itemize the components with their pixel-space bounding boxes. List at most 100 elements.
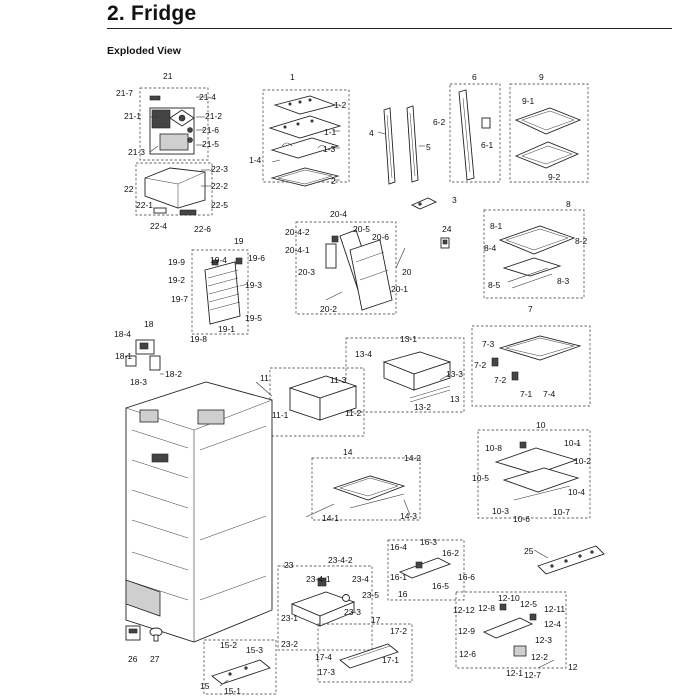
part-2-shelf-glass bbox=[270, 167, 340, 187]
label-12-10: 12-10 bbox=[498, 593, 520, 603]
label-12-9: 12-9 bbox=[458, 626, 475, 636]
label-18-2: 18-2 bbox=[165, 369, 182, 379]
group-8-box bbox=[483, 209, 585, 299]
label-7-4: 7-4 bbox=[543, 389, 556, 399]
label-8-5: 8-5 bbox=[488, 280, 501, 290]
label-17: 17 bbox=[371, 615, 381, 625]
part-4-rail bbox=[383, 107, 396, 185]
part-18-damper bbox=[125, 339, 161, 371]
label-10-6: 10-6 bbox=[513, 514, 530, 524]
group-10-box bbox=[477, 429, 591, 519]
group-15-box bbox=[203, 639, 277, 695]
group-12-box bbox=[455, 591, 567, 669]
title-rule bbox=[107, 28, 672, 29]
label-15: 15 bbox=[200, 681, 210, 691]
label-18-4: 18-4 bbox=[114, 329, 131, 339]
label-13-2: 13-2 bbox=[414, 402, 431, 412]
label-20-4-1: 20-4-1 bbox=[285, 245, 310, 255]
label-26: 26 bbox=[128, 654, 138, 664]
part-8-shelf-assembly bbox=[498, 225, 576, 289]
label-21: 21 bbox=[163, 71, 173, 81]
label-23-2: 23-2 bbox=[281, 639, 298, 649]
label-1-3: 1-3 bbox=[323, 144, 336, 154]
label-24: 24 bbox=[442, 224, 452, 234]
label-17-3: 17-3 bbox=[318, 667, 335, 677]
label-13-3: 13-3 bbox=[446, 369, 463, 379]
label-18: 18 bbox=[144, 319, 154, 329]
fridge-cabinet bbox=[125, 381, 273, 643]
group-13-box bbox=[345, 337, 465, 413]
label-22-3: 22-3 bbox=[211, 164, 228, 174]
part-24-clip bbox=[440, 237, 450, 249]
label-11-3: 11-3 bbox=[330, 375, 347, 385]
callout-labels: 21 21-7 21-4 21-1 21-2 21-6 21-5 21-3 22… bbox=[114, 71, 591, 696]
label-4: 4 bbox=[369, 128, 374, 138]
label-19-3: 19-3 bbox=[245, 280, 262, 290]
part-1-shelf-assembly bbox=[268, 95, 342, 159]
label-19-9: 19-9 bbox=[168, 257, 185, 267]
label-7: 7 bbox=[528, 304, 533, 314]
label-21-4: 21-4 bbox=[199, 92, 216, 102]
label-12-3: 12-3 bbox=[535, 635, 552, 645]
label-20-3: 20-3 bbox=[298, 267, 315, 277]
label-12: 12 bbox=[568, 662, 578, 672]
label-16-4: 16-4 bbox=[390, 542, 407, 552]
label-21-3: 21-3 bbox=[128, 147, 145, 157]
label-9-2: 9-2 bbox=[548, 172, 561, 182]
label-20-2: 20-2 bbox=[320, 304, 337, 314]
label-25: 25 bbox=[524, 546, 534, 556]
label-20-6: 20-6 bbox=[372, 232, 389, 242]
label-22-6: 22-6 bbox=[194, 224, 211, 234]
label-12-12: 12-12 bbox=[453, 605, 475, 615]
label-10-3: 10-3 bbox=[492, 506, 509, 516]
label-13-1: 13-1 bbox=[400, 334, 417, 344]
part-27-leveler bbox=[149, 627, 163, 642]
label-16-2: 16-2 bbox=[442, 548, 459, 558]
part-13-crisper-drawer bbox=[382, 351, 452, 403]
label-16: 16 bbox=[398, 589, 408, 599]
group-7-box bbox=[471, 325, 591, 407]
label-19: 19 bbox=[234, 236, 244, 246]
group-21-box bbox=[139, 87, 209, 161]
label-19-6: 19-6 bbox=[248, 253, 265, 263]
label-19-5: 19-5 bbox=[245, 313, 262, 323]
group-17-box bbox=[317, 623, 413, 683]
label-14-1: 14-1 bbox=[322, 513, 339, 523]
label-19-7: 19-7 bbox=[171, 294, 188, 304]
part-20-door-assembly bbox=[325, 229, 393, 311]
label-2: 2 bbox=[331, 176, 336, 186]
part-21-icemaker-assembly bbox=[149, 95, 195, 155]
label-18-1: 18-1 bbox=[115, 351, 132, 361]
label-19-8: 19-8 bbox=[190, 334, 207, 344]
label-6-2: 6-2 bbox=[433, 117, 446, 127]
part-19-evaporator bbox=[204, 257, 243, 325]
label-3: 3 bbox=[452, 195, 457, 205]
group-14-box bbox=[311, 457, 421, 521]
label-12-7: 12-7 bbox=[524, 670, 541, 680]
label-7-2-lower: 7-2 bbox=[494, 375, 507, 385]
label-14-2: 14-2 bbox=[404, 453, 421, 463]
label-12-2: 12-2 bbox=[531, 652, 548, 662]
label-20-5: 20-5 bbox=[353, 224, 370, 234]
part-5-rail bbox=[406, 105, 419, 183]
group-19-box bbox=[191, 249, 249, 335]
part-9-shelf-pair bbox=[514, 107, 582, 169]
label-11: 11 bbox=[260, 373, 269, 383]
label-17-2: 17-2 bbox=[390, 626, 407, 636]
label-22-2: 22-2 bbox=[211, 181, 228, 191]
label-8-2: 8-2 bbox=[575, 236, 588, 246]
label-12-1: 12-1 bbox=[506, 668, 523, 678]
label-21-1: 21-1 bbox=[124, 111, 141, 121]
label-11-1: 11-1 bbox=[272, 410, 289, 420]
label-17-4: 17-4 bbox=[315, 652, 332, 662]
part-16-control-housing bbox=[398, 557, 452, 579]
label-10: 10 bbox=[536, 420, 546, 430]
label-7-1: 7-1 bbox=[520, 389, 533, 399]
label-16-5: 16-5 bbox=[432, 581, 449, 591]
label-22-4: 22-4 bbox=[150, 221, 167, 231]
label-23-4-2: 23-4-2 bbox=[328, 555, 353, 565]
label-12-11: 12-11 bbox=[544, 604, 565, 614]
label-15-2: 15-2 bbox=[220, 640, 237, 650]
label-23-4: 23-4 bbox=[352, 574, 369, 584]
